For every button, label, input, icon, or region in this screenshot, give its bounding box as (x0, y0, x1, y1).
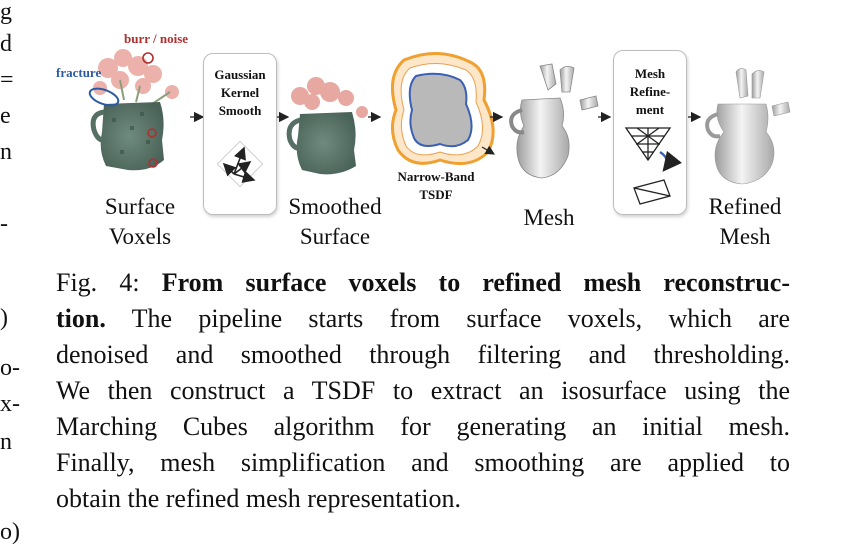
margin-fragment: - (0, 211, 8, 237)
figure-caption: Fig. 4: From surface voxels to refined m… (56, 265, 790, 517)
margin-fragment: n (0, 139, 12, 165)
stage-label-line2: Mesh (719, 224, 771, 249)
mesh-refinement-box: Mesh Refine- ment (613, 50, 687, 215)
stage-label-line1: Smoothed (288, 194, 382, 219)
gaussian-kernel-box: Gaussian Kernel Smooth (203, 53, 277, 215)
refine-box-line1: Mesh (634, 66, 666, 81)
caption-title: From surface voxels to refined mesh reco… (161, 268, 790, 297)
margin-fragment: n (0, 429, 12, 455)
smoothed-surface-image (286, 77, 368, 175)
caption-body-line: We then construct a TSDF to extract an i… (56, 376, 790, 405)
refine-box-line3: ment (635, 102, 665, 117)
margin-fragment: o) (0, 519, 20, 545)
gaussian-box-line3: Smooth (218, 103, 262, 118)
stage-label-line1: Mesh (523, 205, 575, 230)
gaussian-box-line2: Kernel (220, 85, 260, 100)
caption-body-line: The pipeline starts from surface voxels,… (131, 304, 791, 333)
mesh-image (509, 63, 599, 179)
margin-fragment: g (0, 0, 12, 25)
pipeline-graphics (88, 49, 791, 205)
caption-body-line: Marching Cubes algorithm for generating … (56, 412, 790, 441)
caption-body-line: Finally, mesh simplification and smoothi… (56, 448, 790, 477)
margin-fragment: ) (0, 305, 8, 331)
stage-label-smoothed-surface: Smoothed Surface (278, 192, 392, 252)
burr-noise-annotation: burr / noise (124, 31, 189, 46)
stage-label-line1: Refined (708, 194, 782, 219)
refine-box-line2: Refine- (629, 84, 671, 99)
tsdf-illustration (390, 51, 496, 166)
surface-voxels-image (88, 49, 179, 171)
gaussian-box-line1: Gaussian (214, 67, 266, 82)
caption-body-line: obtain the refined mesh representation. (56, 484, 462, 513)
wireframe-triangles-icon (624, 127, 672, 162)
simplified-mesh-icon (633, 179, 671, 205)
stage-label-mesh: Mesh (510, 203, 588, 233)
refined-mesh-image (705, 68, 791, 185)
margin-fragment: x- (0, 391, 20, 417)
fracture-annotation: fracture (56, 65, 102, 80)
margin-fragment: = (0, 67, 14, 93)
margin-fragment: o- (0, 355, 20, 381)
stage-label-refined-mesh: Refined Mesh (700, 192, 790, 252)
stage-label-line2: Voxels (108, 224, 172, 249)
gaussian-kernel-icon (216, 140, 264, 188)
stage-label-surface-voxels: Surface Voxels (88, 192, 192, 252)
margin-fragment: d (0, 31, 12, 57)
tsdf-label-line2: TSDF (419, 187, 453, 202)
tsdf-label-line1: Narrow-Band (397, 169, 475, 184)
pipeline-figure: burr / noise fracture Gaussian Kernel Sm… (0, 0, 844, 260)
stage-label-line1: Surface (104, 194, 176, 219)
refine-arrow-icon (659, 150, 682, 172)
caption-body-line: denoised and smoothed through filtering … (56, 340, 790, 369)
caption-title-end: tion. (56, 304, 106, 333)
margin-fragment: e (0, 103, 11, 129)
stage-label-line2: Surface (299, 224, 371, 249)
caption-fig-number: Fig. 4: (56, 268, 140, 297)
